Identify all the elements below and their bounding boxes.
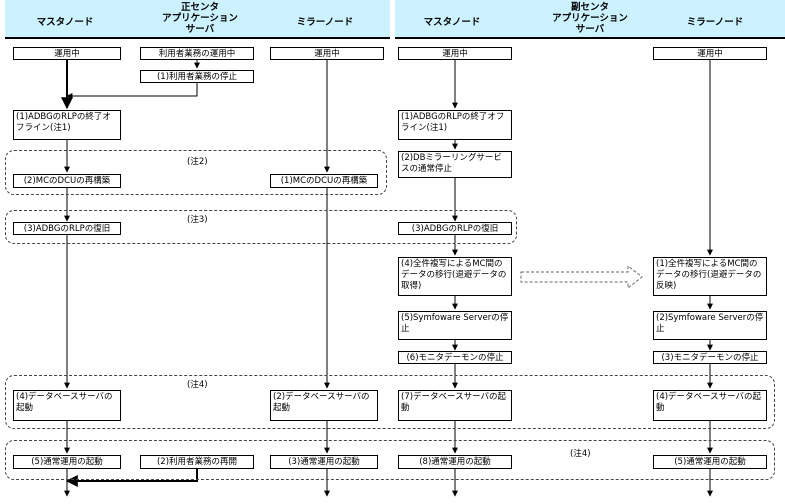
primary-app-stop-user-business: (1)利用者業務の停止 — [140, 70, 254, 83]
master-node-left-header: マスタノード — [36, 17, 94, 28]
note4-label-b: (注4) — [570, 449, 591, 459]
secondary-mirror-normal-operation-start: (5)通常運用の起動 — [653, 455, 767, 469]
primary-master-adbg-rlp-offline: (1)ADBGのRLPの終了オフライン(注1) — [13, 110, 121, 140]
secondary-master-full-copy-data-migration: (4)全件複写によるMC間のデータの移行(退避データの取得) — [398, 257, 512, 296]
secondary-master-adbg-rlp-restore: (3)ADBGのRLPの復旧 — [398, 222, 512, 235]
primary-center-header-band — [5, 0, 390, 38]
primary-mirror-running: 運用中 — [270, 47, 384, 60]
secondary-master-monitor-daemon-stop: (6)モニタデーモンの停止 — [398, 351, 512, 364]
secondary-master-symfoware-stop: (5)Symfoware Serverの停止 — [398, 311, 512, 340]
secondary-master-adbg-rlp-offline: (1)ADBGのRLPの終了オフライン(注1) — [398, 110, 512, 140]
primary-master-mc-dcu-rebuild: (2)MCのDCUの再構築 — [13, 174, 121, 188]
secondary-master-normal-operation-start: (8)通常運用の起動 — [398, 455, 512, 469]
secondary-master-running: 運用中 — [398, 47, 512, 60]
note4-label-a: (注4) — [187, 380, 208, 390]
master-node-right-header: マスタノード — [423, 17, 481, 28]
primary-mirror-normal-operation-start: (3)通常運用の起動 — [270, 455, 378, 469]
primary-master-normal-operation-start: (5)通常運用の起動 — [13, 455, 121, 469]
group-note4-normal-start — [5, 440, 775, 480]
secondary-mirror-full-copy-data-migration: (1)全件複写によるMC間のデータの移行(退避データの反映) — [653, 257, 767, 296]
secondary-mirror-monitor-daemon-stop: (3)モニタデーモンの停止 — [653, 351, 767, 364]
primary-mirror-db-server-start: (2)データベースサーバの起動 — [270, 390, 378, 421]
secondary-mirror-running: 運用中 — [653, 47, 767, 60]
primary-master-adbg-rlp-restore: (3)ADBGのRLPの復旧 — [13, 222, 121, 235]
secondary-mirror-db-server-start: (4)データベースサーバの起動 — [653, 390, 767, 421]
secondary-mirror-symfoware-stop: (2)Symfoware Serverの停止 — [653, 311, 767, 340]
primary-app-user-business-running: 利用者業務の運用中 — [140, 47, 254, 60]
secondary-center-header-band — [395, 0, 785, 38]
mirror-node-left-header: ミラーノード — [296, 17, 354, 28]
primary-center-app-server-header: 正センタ アプリケーション サーバ — [162, 2, 238, 35]
primary-app-resume-user-business: (2)利用者業務の再開 — [140, 455, 254, 469]
group-note4-db-start — [5, 375, 775, 429]
secondary-center-app-server-header: 副センタ アプリケーション サーバ — [552, 2, 628, 35]
secondary-master-db-server-start: (7)データベースサーバの起動 — [398, 390, 512, 421]
group-note3 — [5, 210, 517, 244]
note2-label: (注2) — [187, 157, 208, 167]
primary-mirror-mc-dcu-rebuild: (1)MCのDCUの再構築 — [270, 174, 378, 188]
primary-master-running: 運用中 — [13, 47, 121, 60]
primary-master-db-server-start: (4)データベースサーバの起動 — [13, 390, 121, 421]
note3-label: (注3) — [187, 215, 208, 225]
mirror-node-right-header: ミラーノード — [686, 17, 744, 28]
secondary-master-db-mirroring-stop: (2)DBミラーリングサービスの通常停止 — [398, 151, 512, 178]
group-note2 — [5, 150, 387, 195]
